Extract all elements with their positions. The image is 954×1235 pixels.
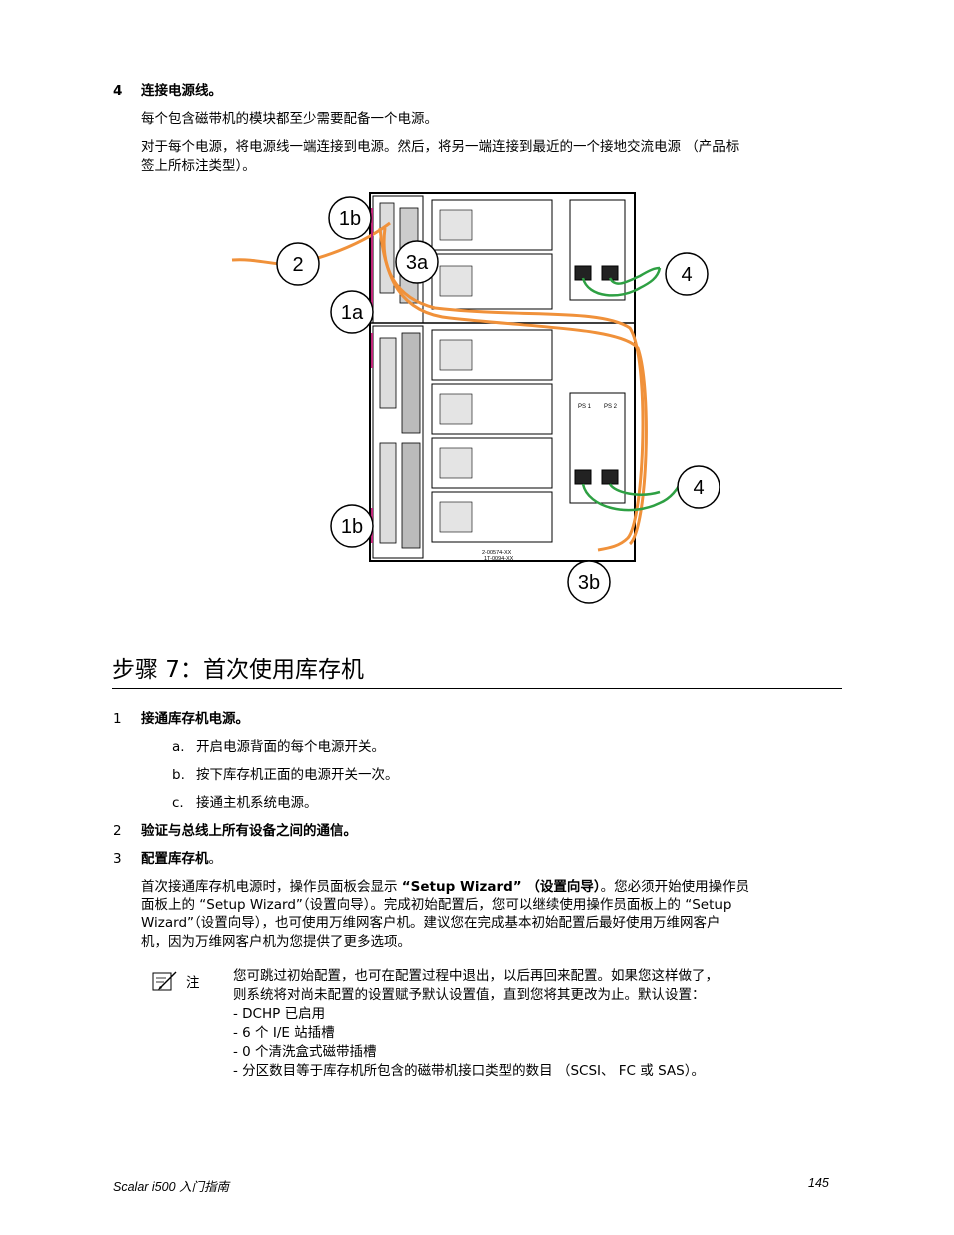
step-paragraph: 每个包含磁带机的模块都至少需要配备一个电源。 xyxy=(141,111,438,127)
subitem-letter: c. xyxy=(172,795,184,811)
ps-label: PS 1 xyxy=(578,404,592,410)
callout-label: 4 xyxy=(681,264,692,286)
item-number: 2 xyxy=(113,823,122,839)
callout-label: 3b xyxy=(578,572,600,594)
callout-label: 4 xyxy=(693,477,704,499)
step-paragraph: 对于每个电源，将电源线一端连接到电源。然后，将另一端连接到最近的一个接地交流电源… xyxy=(141,139,740,155)
setup-wizard-label: “Setup Wizard” （设置向导） xyxy=(401,879,601,895)
callout-label: 2 xyxy=(292,254,303,276)
callout-label: 1b xyxy=(341,516,363,538)
note-line: - DCHP 已启用 xyxy=(233,1006,326,1022)
subitem-letter: a. xyxy=(172,739,185,755)
item-title: 配置库存机 xyxy=(141,851,209,867)
config-text: 首次接通库存机电源时，操作员面板会显示 xyxy=(141,879,402,895)
item-number: 3 xyxy=(113,851,122,867)
page-number: 145 xyxy=(808,1176,829,1190)
callout-label: 3a xyxy=(406,252,429,274)
note-line: 您可跳过初始配置，也可在配置过程中退出，以后再回来配置。如果您这样做了， xyxy=(233,968,719,984)
note-label: 注 xyxy=(186,975,200,991)
chassis-label: 1T-0094-XX xyxy=(484,556,514,562)
config-text: 。您必须开始使用操作员 xyxy=(600,879,750,895)
config-line: 面板上的 “Setup Wizard”（设置向导）。完成初始配置后，您可以继续使… xyxy=(141,897,732,913)
green-ac-cables xyxy=(581,266,682,512)
config-line: 机，因为万维网客户机为您提供了更多选项。 xyxy=(141,934,411,950)
note-line: - 0 个清洗盒式磁带插槽 xyxy=(233,1044,377,1060)
note-line: 则系统将对尚未配置的设置赋予默认设置值，直到您将其更改为止。默认设置： xyxy=(233,987,706,1003)
config-line: Wizard”（设置向导），也可使用万维网客户机。建议您在完成基本初始配置后最好… xyxy=(141,915,721,931)
callout-label: 1a xyxy=(341,302,364,324)
step-title: 连接电源线。 xyxy=(141,83,222,99)
callout-label: 1b xyxy=(339,208,361,230)
note-pencil-icon xyxy=(152,971,177,991)
section-heading: 步骤 7：首次使用库存机 xyxy=(112,657,364,683)
item-title-row: 配置库存机。 xyxy=(141,850,222,868)
item-title-tail: 。 xyxy=(208,851,223,867)
power-cabling-diagram: PS 1 PS 2 2-00574-XX 1T-0094-XX 1b 2 3a … xyxy=(231,192,720,604)
note-line: - 分区数目等于库存机所包含的磁带机接口类型的数目 （SCSI、 FC 或 SA… xyxy=(233,1063,705,1079)
item-title: 验证与总线上所有设备之间的通信。 xyxy=(141,823,357,839)
chassis-label: 2-00574-XX xyxy=(482,550,512,556)
config-line: 首次接通库存机电源时，操作员面板会显示 “Setup Wizard” （设置向导… xyxy=(141,878,749,896)
ps-label: PS 2 xyxy=(604,404,618,410)
subitem-text: 开启电源背面的每个电源开关。 xyxy=(196,739,385,755)
library-chassis xyxy=(369,192,636,562)
item-number: 1 xyxy=(113,711,122,727)
subitem-text: 接通主机系统电源。 xyxy=(196,795,318,811)
subitem-text: 按下库存机正面的电源开关一次。 xyxy=(196,767,399,783)
callout-circles xyxy=(276,196,720,604)
note-line: - 6 个 I/E 站插槽 xyxy=(233,1025,335,1041)
step-number: 4 xyxy=(113,83,123,99)
footer-title: Scalar i500 入门指南 xyxy=(113,1180,230,1194)
subitem-letter: b. xyxy=(172,767,185,783)
step-paragraph: 签上所标注类型）。 xyxy=(141,158,256,174)
heading-rule xyxy=(112,688,842,689)
item-title: 接通库存机电源。 xyxy=(141,711,249,727)
